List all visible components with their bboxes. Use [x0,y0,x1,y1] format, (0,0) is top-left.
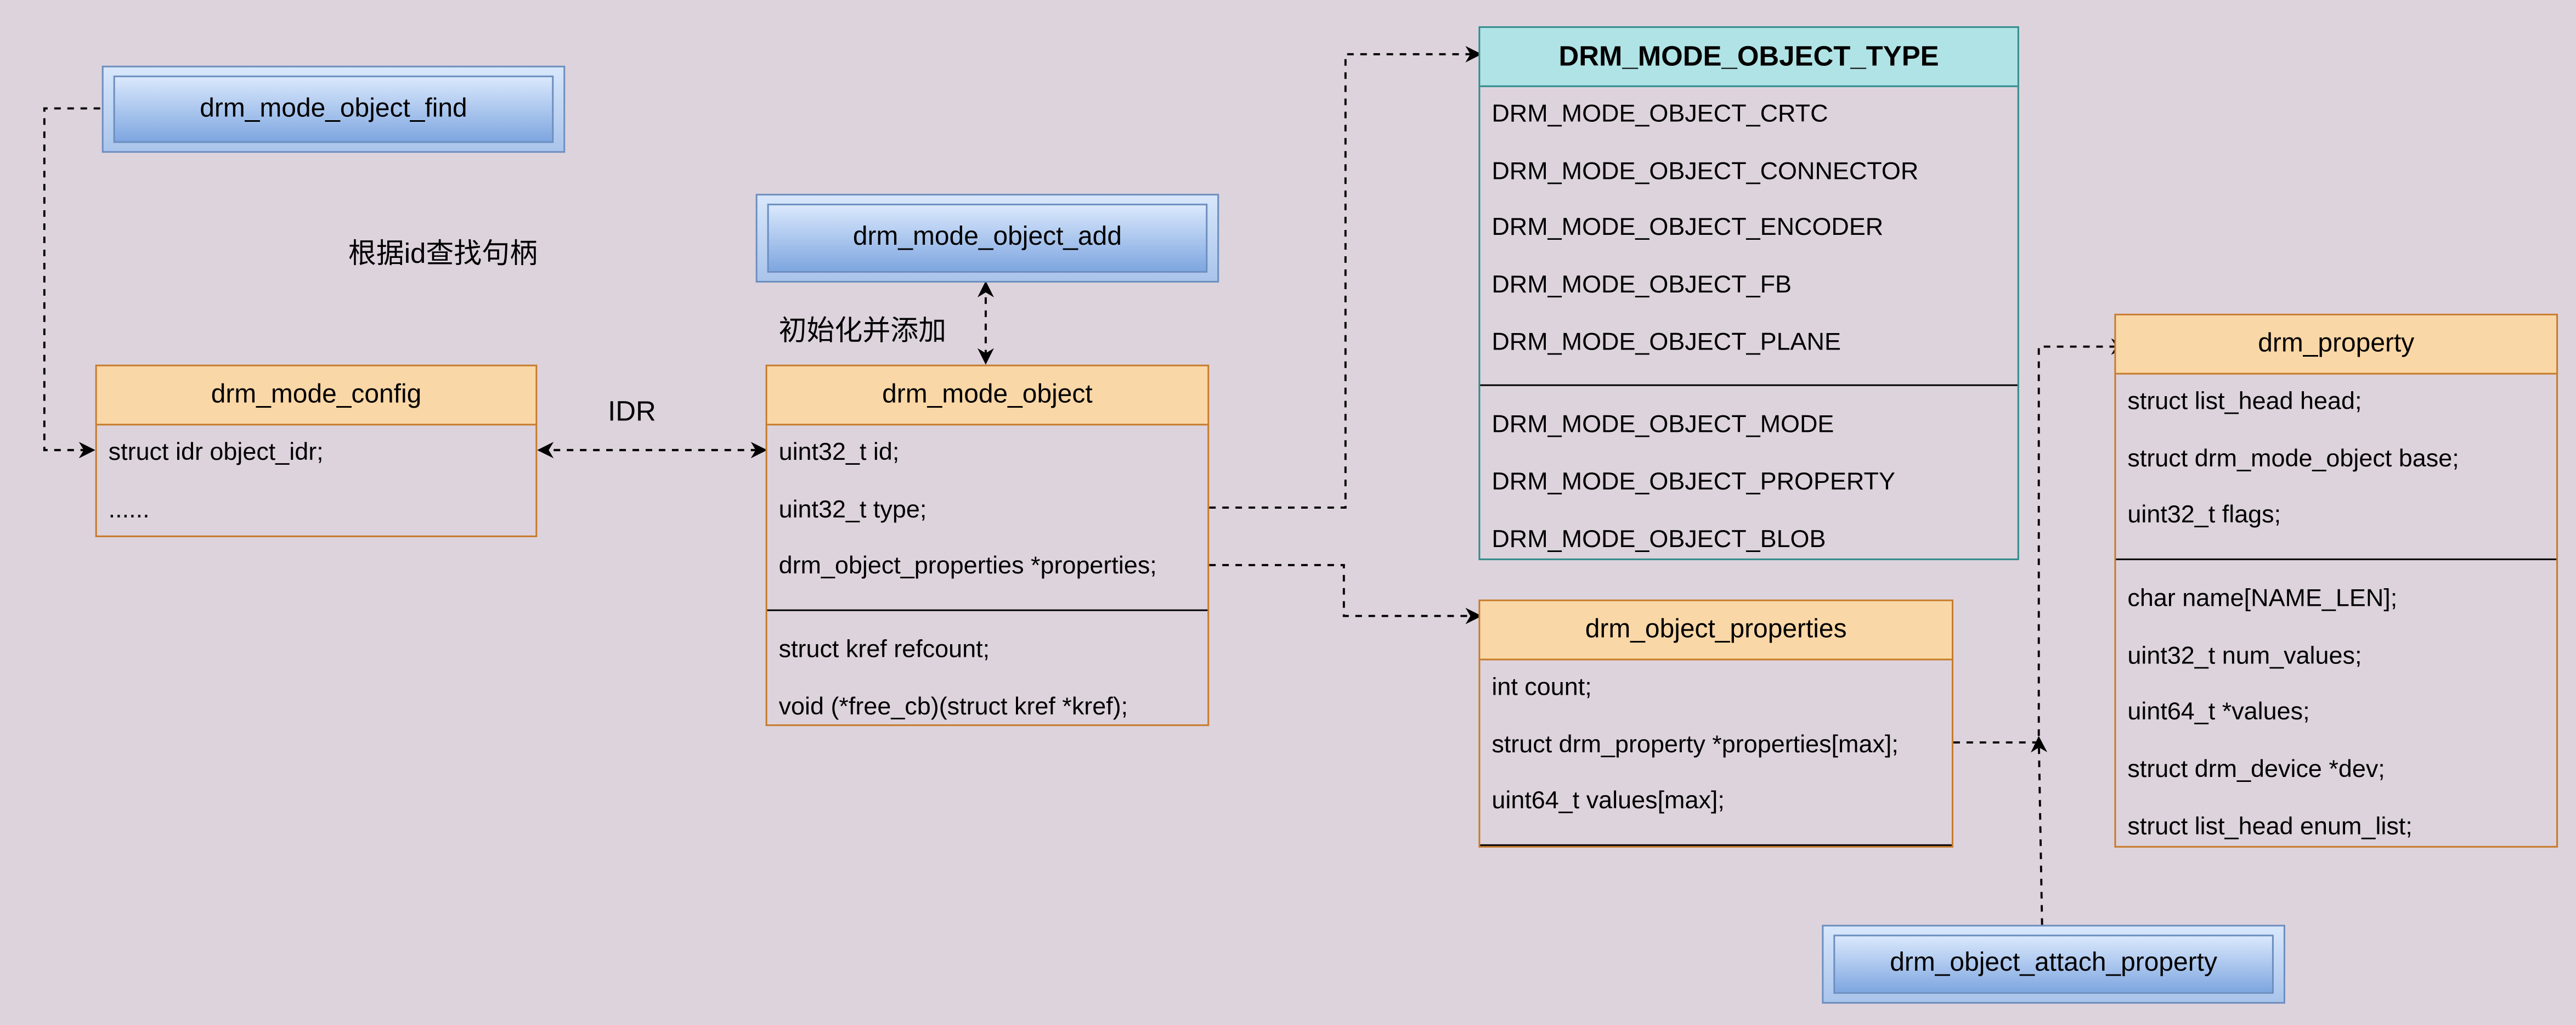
edge-properties-to-props [1209,564,1482,624]
enum-value: DRM_MODE_OBJECT_MODE [1492,411,1834,440]
struct-field: uint32_t flags; [2127,502,2281,530]
struct-field: struct idr object_idr; [108,438,324,467]
function-add-box: drm_mode_object_add [755,194,1219,283]
struct-field: uint64_t *values; [2127,699,2310,727]
enum-divider [1480,385,2018,387]
edge-type-to-enum [1209,46,1482,509]
enum-value: DRM_MODE_OBJECT_CRTC [1492,100,1828,128]
struct-field: struct drm_mode_object base; [2127,444,2459,473]
function-attach-box: drm_object_attach_property [1822,925,2285,1004]
function-find-box: drm_mode_object_find [101,65,566,153]
struct-title: drm_mode_config [97,366,536,426]
struct-field: drm_object_properties *properties; [778,552,1157,581]
struct-field: char name[NAME_LEN]; [2127,584,2398,613]
struct-drm-mode-object: drm_mode_object uint32_t id; uint32_t ty… [765,364,1210,726]
struct-field: struct drm_property *properties[max]; [1492,730,1899,759]
enum-value: DRM_MODE_OBJECT_ENCODER [1492,214,1884,243]
struct-field: struct list_head head; [2127,387,2362,416]
idr-label: IDR [608,396,656,427]
function-find-label: drm_mode_object_find [113,75,554,143]
enum-title: DRM_MODE_OBJECT_TYPE [1480,27,2018,87]
struct-title: drm_property [2116,315,2557,375]
struct-title: drm_object_properties [1480,601,1952,661]
struct-field: uint32_t num_values; [2127,641,2362,670]
struct-field: struct kref refcount; [778,635,990,664]
struct-divider [767,609,1208,611]
struct-field: int count; [1492,673,1592,702]
enum-value: DRM_MODE_OBJECT_BLOB [1492,525,1826,554]
struct-drm-mode-config: drm_mode_config struct idr object_idr; .… [95,364,538,537]
add-note-label: 初始化并添加 [778,315,947,347]
enum-value: DRM_MODE_OBJECT_PLANE [1492,328,1841,356]
struct-field: struct drm_device *dev; [2127,756,2385,784]
struct-field: uint32_t type; [778,495,927,524]
struct-title: drm_mode_object [767,366,1208,426]
struct-field: uint32_t id; [778,438,900,467]
edge-props-to-property [1953,338,2128,744]
enum-value: DRM_MODE_OBJECT_CONNECTOR [1492,157,1919,185]
function-add-label: drm_mode_object_add [767,204,1208,273]
enum-value: DRM_MODE_OBJECT_PROPERTY [1492,468,1895,497]
struct-divider [1480,844,1952,846]
struct-field: void (*free_cb)(struct kref *kref); [778,692,1128,721]
struct-drm-property: drm_property struct list_head head; stru… [2114,313,2558,848]
enum-drm-mode-object-type: DRM_MODE_OBJECT_TYPE DRM_MODE_OBJECT_CRT… [1478,26,2019,560]
enum-value: DRM_MODE_OBJECT_FB [1492,271,1792,300]
struct-field: ...... [108,495,150,524]
edge-find-to-config [43,107,100,459]
edge-attach-to-props [2031,736,2048,925]
function-attach-label: drm_object_attach_property [1833,934,2274,994]
find-note-label: 根据id查找句柄 [348,238,538,269]
struct-divider [2116,559,2557,561]
struct-field: struct list_head enum_list; [2127,813,2413,841]
struct-drm-object-properties: drm_object_properties int count; struct … [1478,599,1953,848]
struct-field: uint64_t values[max]; [1492,787,1725,815]
